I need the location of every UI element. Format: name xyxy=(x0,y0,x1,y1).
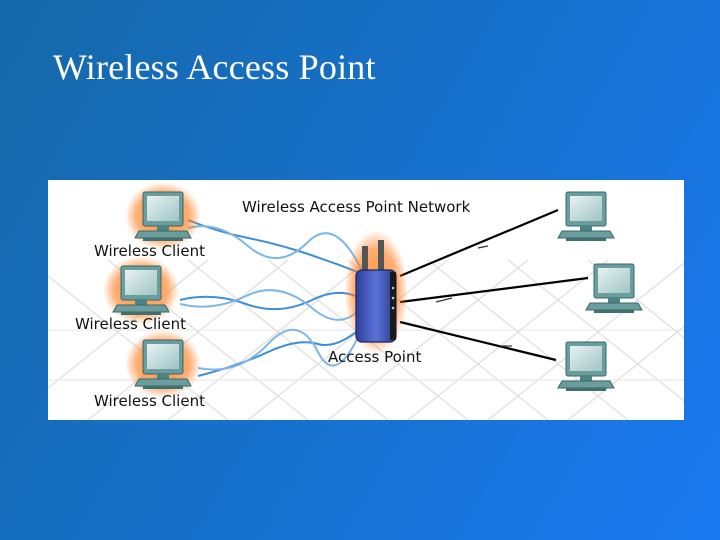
wireless-client-3 xyxy=(125,330,201,398)
monitor-icon xyxy=(134,191,192,242)
floor-grid xyxy=(48,259,684,420)
access-point-label: Access Point xyxy=(328,348,422,366)
wireless-wave-icon xyxy=(179,219,369,377)
monitor-icon xyxy=(585,263,643,314)
monitor-icon xyxy=(557,191,615,242)
diagram-title: Wireless Access Point Network xyxy=(242,198,471,216)
client-label-3: Wireless Client xyxy=(94,392,205,410)
wired-computer-1 xyxy=(557,191,615,242)
monitor-icon xyxy=(134,339,192,390)
slide-title: Wireless Access Point xyxy=(53,47,376,87)
client-label-1: Wireless Client xyxy=(94,242,205,260)
client-label-2: Wireless Client xyxy=(75,315,186,333)
diagram-canvas xyxy=(48,182,684,420)
wireless-client-1 xyxy=(125,182,201,250)
wired-computer-2 xyxy=(585,263,643,314)
wired-links xyxy=(399,208,589,362)
wireless-client-2 xyxy=(103,256,179,324)
access-point-icon xyxy=(344,230,408,354)
monitor-icon xyxy=(112,265,170,316)
monitor-icon xyxy=(557,341,615,392)
wired-computer-3 xyxy=(557,341,615,392)
network-diagram: Wireless Access Point Network Wireless C… xyxy=(48,180,684,420)
